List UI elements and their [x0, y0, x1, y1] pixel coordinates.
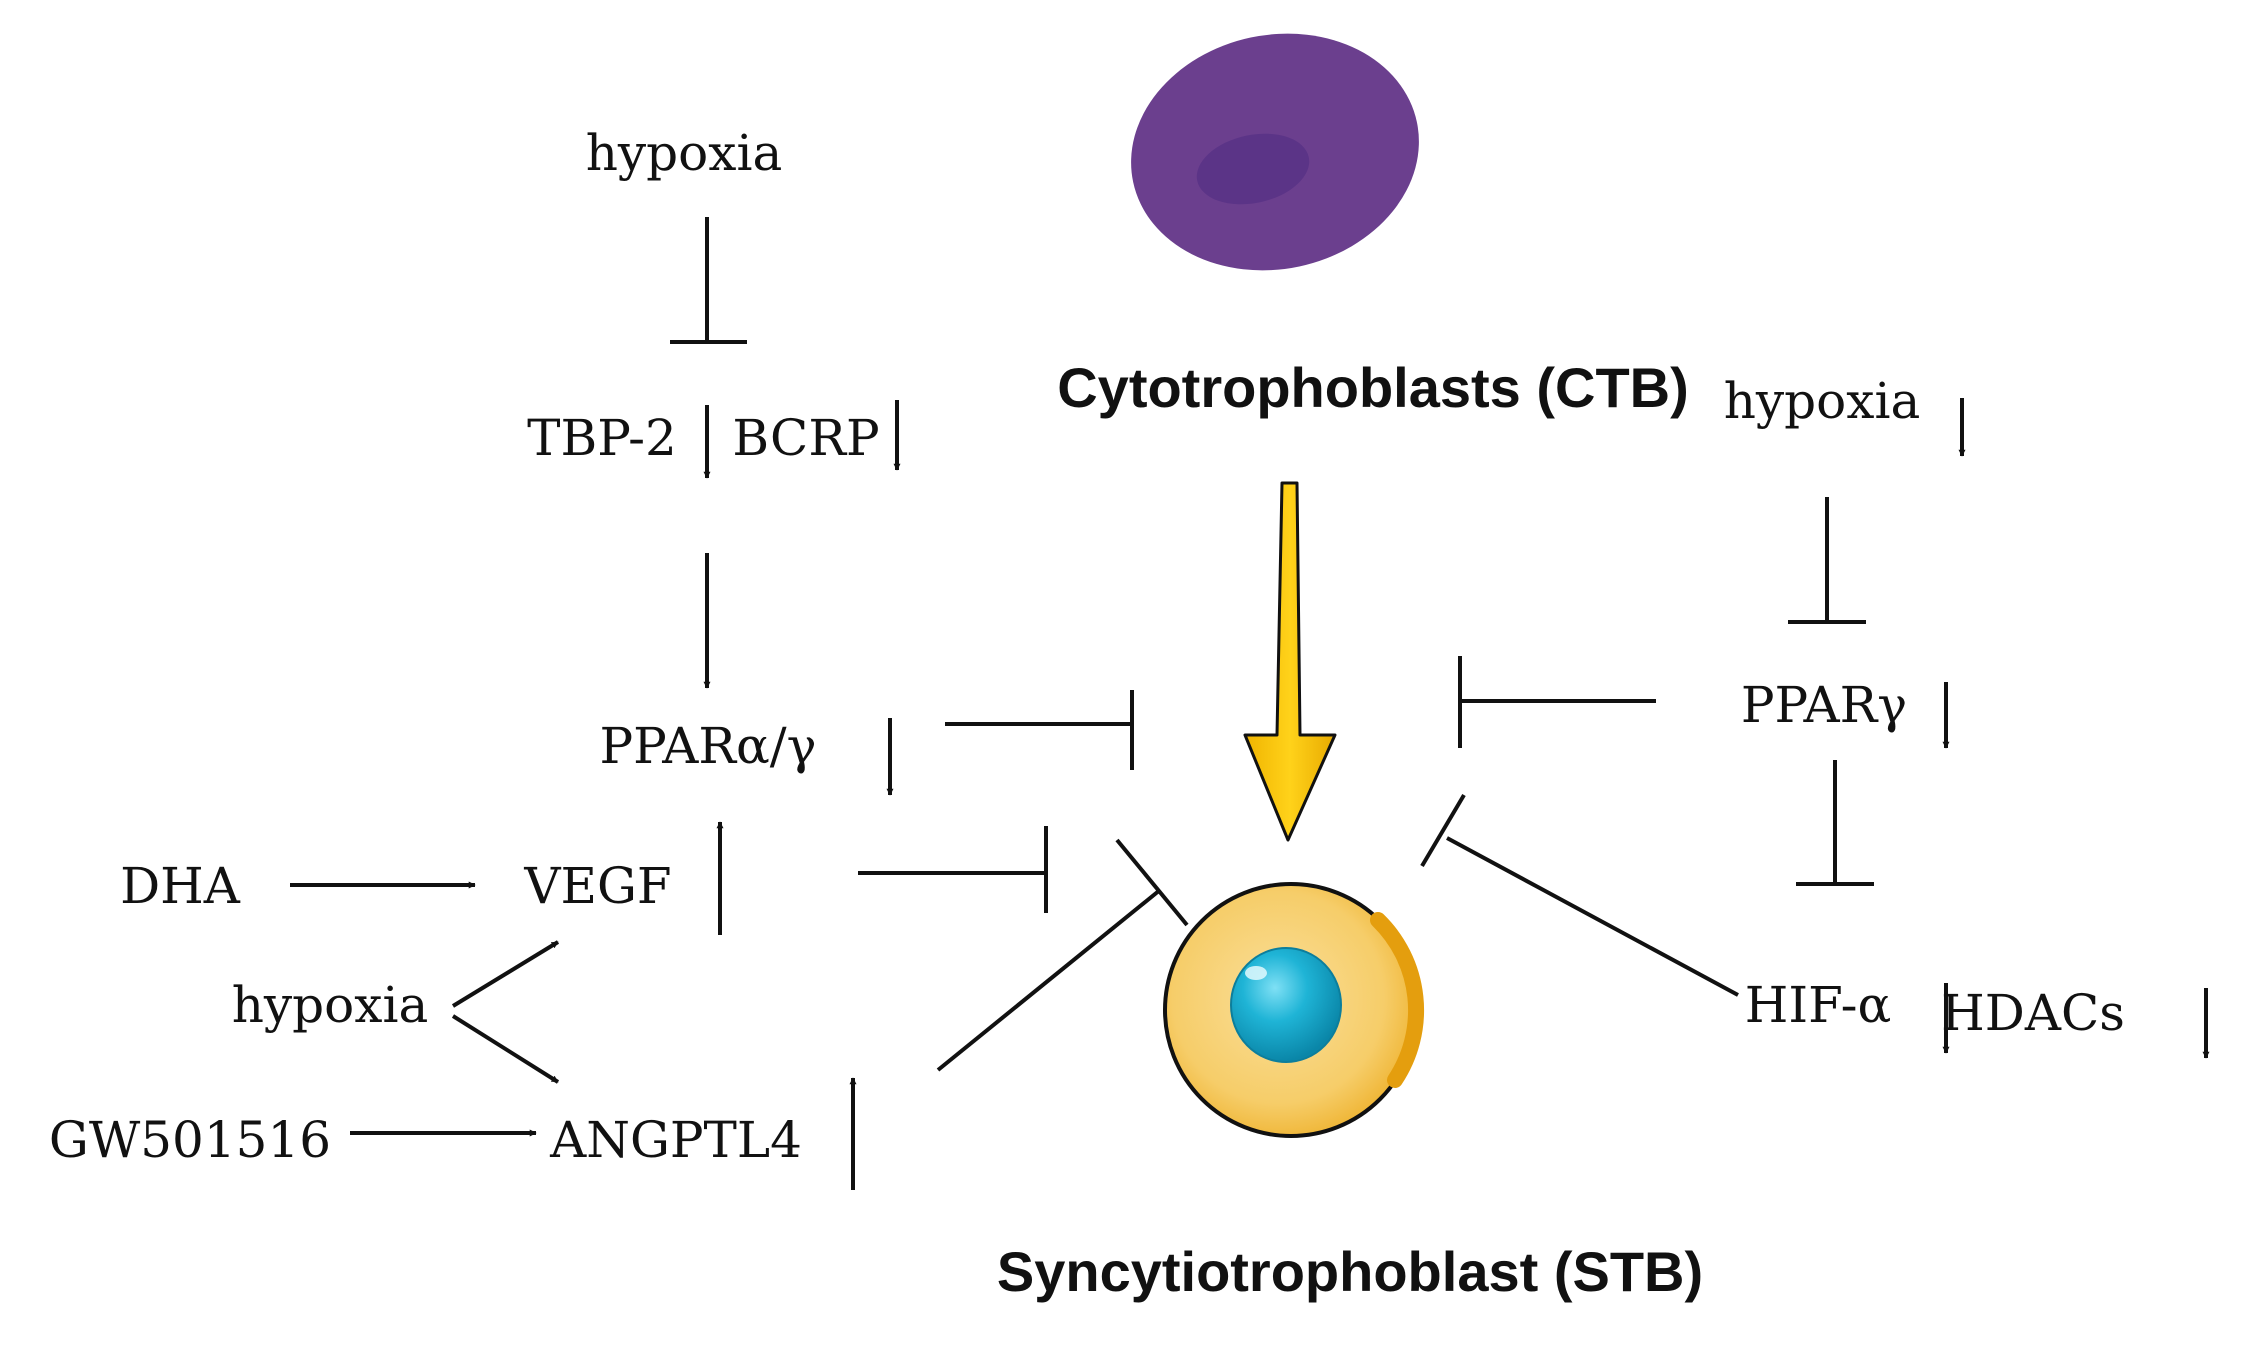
hypoxia-inhibits-ppar-gamma: [1788, 497, 1866, 624]
hypoxia-to-angptl4-arrow: [451, 1014, 560, 1084]
hypoxia-to-vegf-arrow: [451, 940, 560, 1008]
hypoxia-left-label: hypoxia: [232, 976, 429, 1034]
hif-inhibits-stb: [1420, 793, 1739, 997]
vegf-label: VEGF: [523, 857, 671, 915]
ctb-title: Cytotrophoblasts (CTB): [1057, 356, 1689, 419]
gw501516-label: GW501516: [49, 1111, 331, 1169]
tbp2-label: TBP-2: [527, 409, 677, 467]
dha-label: DHA: [120, 857, 241, 915]
ppar-alpha-gamma-label: PPARα/γ: [600, 717, 817, 775]
hdacs-label: HDACs: [1941, 984, 2125, 1042]
hypoxia-top-label: hypoxia: [586, 124, 783, 182]
stb-cell-icon: [1163, 882, 1425, 1138]
hypoxia-inhibits-tbp2: [670, 217, 747, 344]
bcrp-label: BCRP: [732, 409, 879, 467]
angptl4-label: ANGPTL4: [549, 1111, 802, 1169]
ppar-ag-inhibits-stb: [945, 690, 1134, 770]
angptl4-inhibits-stb: [936, 838, 1189, 1072]
ctb-cell-icon: [1131, 33, 1419, 271]
ppar-gamma-inhibits-hif: [1796, 760, 1874, 886]
hypoxia-right-label: hypoxia: [1724, 372, 1921, 430]
ppar-gamma-label: PPARγ: [1741, 676, 1907, 734]
ppar-gamma-inhibits-stb: [1458, 656, 1656, 748]
differentiation-arrow: [1243, 481, 1337, 842]
stb-title: Syncytiotrophoblast (STB): [997, 1240, 1703, 1303]
hif-alpha-label: HIF-α: [1745, 976, 1891, 1034]
vegf-inhibits-stb: [858, 826, 1048, 913]
